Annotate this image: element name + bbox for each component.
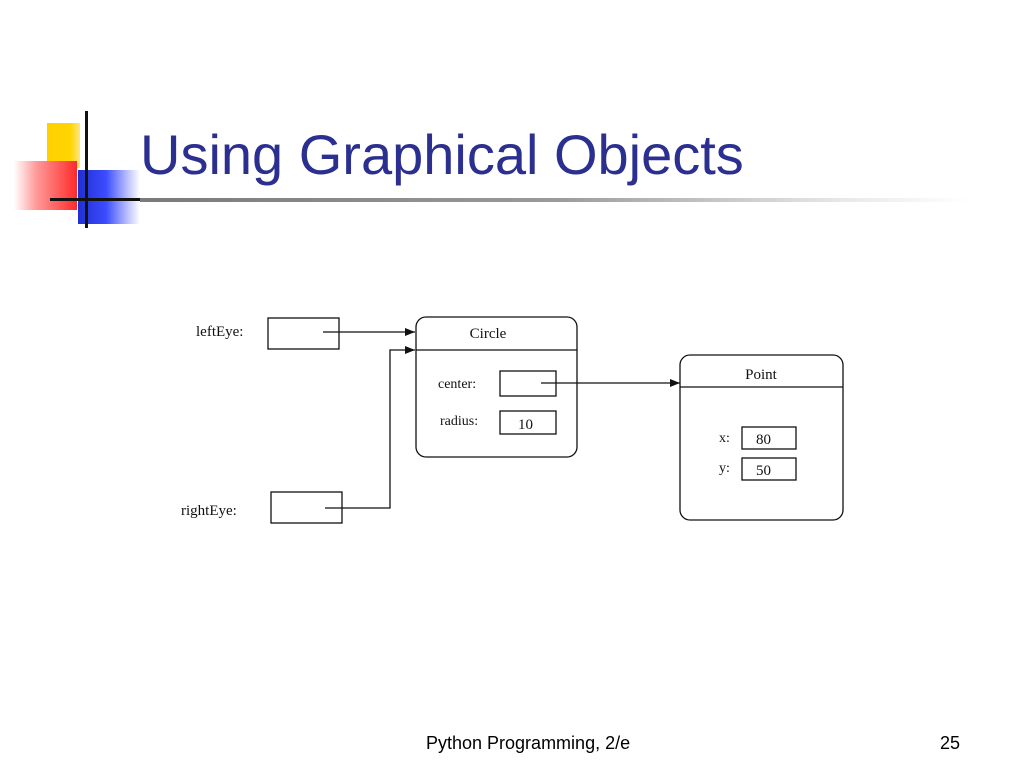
point-x-label: x: — [719, 431, 730, 446]
point-x-box — [741, 426, 797, 450]
point-y-label: y: — [719, 461, 730, 476]
right-eye-arrow — [325, 346, 415, 509]
page-number: 25 — [940, 733, 961, 753]
left-eye-label: leftEye: — [196, 324, 243, 340]
point-object-box — [679, 354, 844, 521]
circle-radius-box — [499, 410, 557, 435]
circle-radius-label: radius: — [440, 414, 478, 429]
point-x-value: 80 — [756, 432, 771, 448]
point-class-name: Point — [745, 367, 778, 383]
title-underline — [140, 198, 970, 202]
circle-center-label: center: — [438, 377, 476, 392]
circle-radius-value: 10 — [518, 417, 533, 433]
ornament-vertical-line — [85, 111, 88, 228]
point-y-value: 50 — [756, 463, 771, 479]
ornament-yellow-square — [47, 123, 80, 168]
point-y-box — [741, 457, 797, 481]
ornament-blue-square — [78, 170, 140, 224]
footer-text: Python Programming, 2/e — [426, 733, 631, 753]
right-eye-label: rightEye: — [181, 503, 237, 519]
ornament-horizontal-line — [50, 198, 142, 201]
ornament-red-square — [14, 161, 77, 210]
circle-class-name: Circle — [470, 326, 507, 342]
left-eye-box — [267, 317, 340, 350]
slide-title: Using Graphical Objects — [140, 123, 744, 186]
circle-object-box — [415, 316, 578, 458]
